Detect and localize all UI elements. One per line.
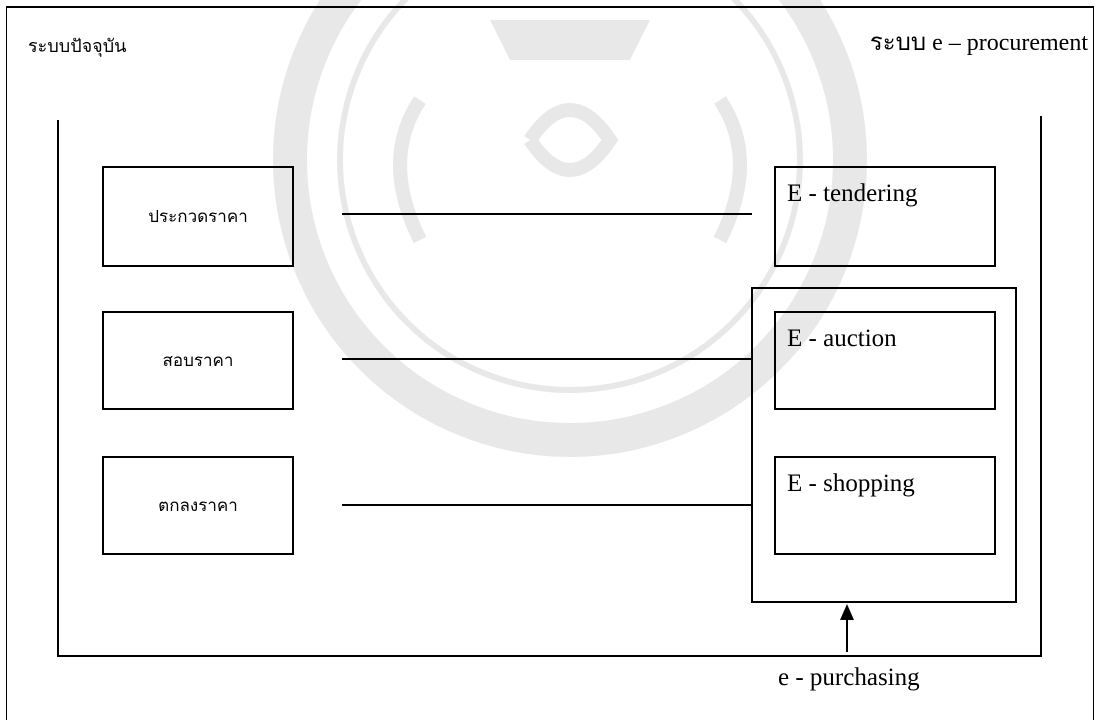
university-seal-watermark xyxy=(273,0,867,457)
e-method-label-auction: E - auction xyxy=(787,325,897,352)
e-method-box-tendering: E - tendering xyxy=(774,166,996,267)
e-purchasing-arrow-head xyxy=(840,604,854,620)
outer-frame xyxy=(6,6,1094,720)
inner-frame xyxy=(57,116,1042,657)
method-label-price-agreement: ตกลงราคา xyxy=(158,496,238,516)
method-box-bidding: ประกวดราคา xyxy=(102,166,294,267)
method-box-price-agreement: ตกลงราคา xyxy=(102,456,294,555)
current-system-title: ระบบปัจจุบัน xyxy=(28,36,127,57)
e-method-label-shopping: E - shopping xyxy=(787,470,915,497)
e-method-label-tendering: E - tendering xyxy=(787,180,918,207)
e-purchasing-label: e - purchasing xyxy=(778,664,920,691)
method-label-price-inquiry: สอบราคา xyxy=(162,351,234,371)
e-method-box-shopping: E - shopping xyxy=(774,456,996,555)
e-procurement-title: ระบบ e – procurement xyxy=(869,30,1088,56)
method-label-bidding: ประกวดราคา xyxy=(148,207,248,227)
e-method-box-auction: E - auction xyxy=(774,311,996,410)
method-box-price-inquiry: สอบราคา xyxy=(102,311,294,410)
e-purchasing-group-frame xyxy=(751,287,1017,603)
